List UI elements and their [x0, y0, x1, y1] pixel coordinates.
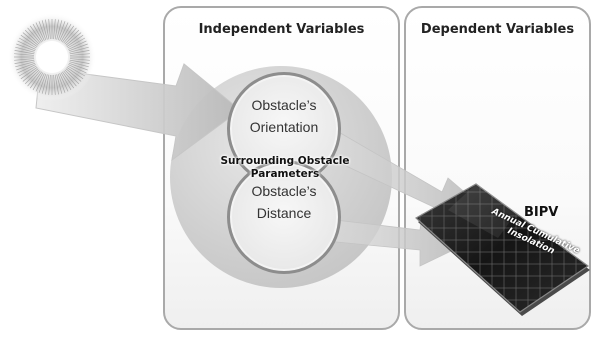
sun-ray-arrow: [35, 63, 241, 162]
dependent-variables-title: Dependent Variables: [420, 22, 575, 37]
distance-parameter-label: Obstacle’s Distance: [227, 180, 341, 224]
distance-label-line1: Obstacle’s: [251, 183, 317, 199]
sun-icon: [8, 13, 96, 101]
distance-label-line2: Distance: [256, 205, 312, 221]
independent-variables-title: Independent Variables: [198, 22, 365, 37]
orientation-label-line1: Obstacle’s: [251, 97, 317, 113]
surrounding-obstacle-parameters-label: Surrounding Obstacle Parameters: [220, 155, 350, 180]
orientation-parameter-label: Obstacle’s Orientation: [227, 94, 341, 138]
solar-panel-icon: [414, 183, 590, 316]
orientation-label-line2: Orientation: [249, 119, 319, 135]
bipv-label: BIPV: [524, 205, 559, 220]
distance-parameter-ring: [227, 160, 341, 274]
